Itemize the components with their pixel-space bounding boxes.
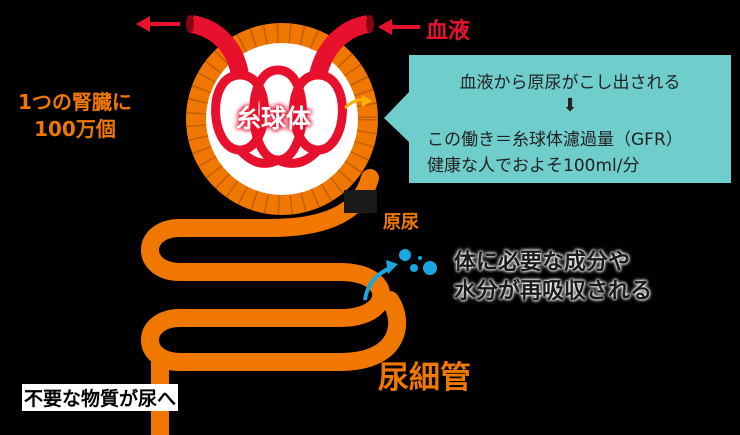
water-droplets-icon [399, 249, 437, 275]
vessel-opening-right [366, 15, 374, 33]
reabsorption-arrow-icon [363, 260, 398, 301]
down-arrow-icon: ⬇ [562, 95, 578, 116]
info-line-filtration: 血液から原尿がこし出される [459, 73, 681, 93]
blood-vessel-right [309, 15, 371, 78]
info-line-normal-value: 健康な人でおよそ100ml/分 [427, 156, 640, 176]
blood-label: 血液 [426, 19, 471, 44]
reabsorption-line1: 体に必要な成分や [454, 250, 631, 275]
gfr-info-box: 血液から原尿がこし出される ⬇ この働き＝糸球体濾過量（GFR） 健康な人でおよ… [409, 55, 731, 183]
waste-label: 不要な物質が尿へ [22, 384, 179, 411]
info-pointer [384, 92, 409, 142]
reabsorption-line2: 水分が再吸収される [454, 279, 653, 304]
nephron-count-line1: 1つの腎臓に [18, 90, 132, 114]
reabsorption-label: 体に必要な成分や 水分が再吸収される [454, 248, 652, 306]
glomerulus-label: 糸球体 [236, 104, 312, 133]
nephron-count-line2: 100万個 [34, 117, 116, 141]
flow-arrow-in-icon [378, 19, 420, 35]
primary-urine-label: 原尿 [383, 212, 419, 233]
renal-tubule-label: 尿細管 [378, 360, 471, 396]
outlet-shadow-box [344, 190, 377, 213]
blood-vessel-left [189, 15, 249, 77]
vessel-opening-left [186, 15, 194, 33]
capsule-segment-lines [186, 23, 378, 215]
renal-tubule [141, 169, 407, 371]
filtration-arrow-icon [343, 95, 372, 110]
flow-arrow-out-icon [136, 16, 180, 32]
info-line-gfr: この働き＝糸球体濾過量（GFR） [427, 130, 683, 150]
nephron-count-label: 1つの腎臓に 100万個 [18, 89, 132, 143]
